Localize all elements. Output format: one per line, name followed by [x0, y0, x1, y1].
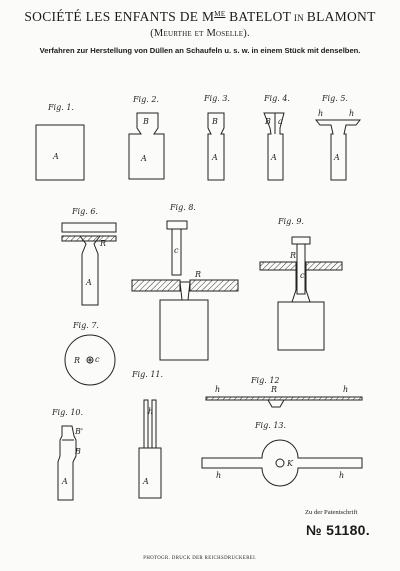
fig3-letter-a: A [211, 153, 218, 162]
fig7-letter-c: c [95, 355, 100, 364]
fig3-letter-b: B [211, 117, 218, 126]
fig9-plate [277, 301, 325, 351]
fig1-plate [35, 124, 85, 181]
title-superscript: ME [214, 10, 226, 18]
fig11-label: Fig. 11. [131, 370, 163, 379]
fig5-label: Fig. 5. [321, 94, 348, 103]
fig4-letter-a-small: a [278, 117, 283, 126]
fig10-label: Fig. 10. [51, 408, 83, 417]
patent-number: № 51180. [306, 522, 370, 538]
fig1-letter-a: A [52, 152, 59, 161]
fig10-letter-b: B [74, 447, 81, 456]
fig2-label: Fig. 2. [132, 95, 159, 104]
fig7-disc [64, 334, 116, 386]
fig8-letter-r: R [194, 270, 201, 279]
fig8-letter-c: c [174, 246, 179, 255]
fig3-label: Fig. 3. [203, 94, 230, 103]
fig6-shank [79, 235, 101, 306]
fig8-die-left [131, 279, 181, 292]
fig11-letter-a: A [142, 477, 149, 486]
fig12-letter-r: R [270, 385, 277, 394]
fig7-label: Fig. 7. [72, 321, 99, 330]
fig12-letter-h-right: h [343, 385, 348, 394]
fig10-letter-b-prime: B' [74, 427, 83, 436]
fig9-die-left [259, 261, 297, 271]
title-in: IN [291, 13, 307, 23]
title-text: SOCIÉTÉ LES ENFANTS DE M [24, 9, 215, 24]
fig8-die-right [189, 279, 239, 292]
patent-reference-note: Zu der Patentschrift [305, 509, 358, 516]
fig8-label: Fig. 8. [169, 203, 196, 212]
fig13-letter-k: K [286, 459, 294, 468]
fig5-letter-h-left: h [318, 109, 323, 118]
fig1-label: Fig. 1. [47, 103, 74, 112]
fig10-letter-a: A [61, 477, 68, 486]
fig4-letter-a: A [270, 153, 277, 162]
fig5-letter-h-right: h [349, 109, 354, 118]
fig5-blank [314, 119, 362, 181]
fig3-blank [207, 112, 225, 181]
fig6-letter-a: A [85, 278, 92, 287]
fig13-letter-h-left: h [216, 471, 221, 480]
fig6-top-bar [61, 222, 117, 233]
fig9-letter-r: R [289, 251, 296, 260]
fig8-punch-head [166, 220, 188, 230]
fig12-letter-h-left: h [215, 385, 220, 394]
fig4-blank [263, 112, 285, 181]
fig12-plate-section [205, 396, 363, 401]
fig5-letter-a: A [333, 153, 340, 162]
fig13-center-hole [275, 458, 285, 468]
printer-credit: PHOTOGR. DRUCK DER REICHSDRUCKEREI. [143, 556, 257, 561]
fig6-die [61, 235, 117, 242]
fig6-label: Fig. 6. [71, 207, 98, 216]
fig13-letter-h-right: h [339, 471, 344, 480]
fig12-label: Fig. 12 [250, 376, 280, 385]
fig13-plate [201, 439, 363, 487]
fig7-center-dot [88, 358, 92, 362]
fig2-blank [128, 112, 165, 180]
patent-headline: Verfahren zur Herstellung von Düllen an … [39, 46, 361, 55]
fig7-center-hole [86, 356, 94, 364]
fig8-punch [171, 228, 182, 276]
fig8-sleeve [179, 281, 191, 301]
fig4-letter-b: B [264, 117, 271, 126]
fig11-blank [138, 447, 162, 499]
page-title: SOCIÉTÉ LES ENFANTS DE MME BATELOT IN BL… [0, 9, 400, 25]
page-subtitle: (Meurthe et Moselle). [150, 28, 250, 39]
fig8-plate [159, 299, 209, 361]
fig6-letter-r: R [99, 239, 106, 248]
fig10-socket [57, 425, 77, 501]
fig2-letter-b: B [142, 117, 149, 126]
title-name: BATELOT [225, 9, 292, 24]
fig13-label: Fig. 13. [254, 421, 286, 430]
fig4-label: Fig. 4. [263, 94, 290, 103]
fig9-punch-head [291, 236, 311, 245]
fig2-letter-a: A [140, 154, 147, 163]
fig9-die-right [305, 261, 343, 271]
fig13-spacer [202, 430, 362, 440]
fig9-letter-c: c [300, 271, 305, 280]
fig11-letter-h: h [148, 407, 153, 416]
title-place: BLAMONT [306, 9, 376, 24]
fig7-letter-r: R [73, 356, 80, 365]
fig12-boss [267, 399, 285, 408]
fig9-punch [296, 243, 306, 295]
fig9-label: Fig. 9. [277, 217, 304, 226]
